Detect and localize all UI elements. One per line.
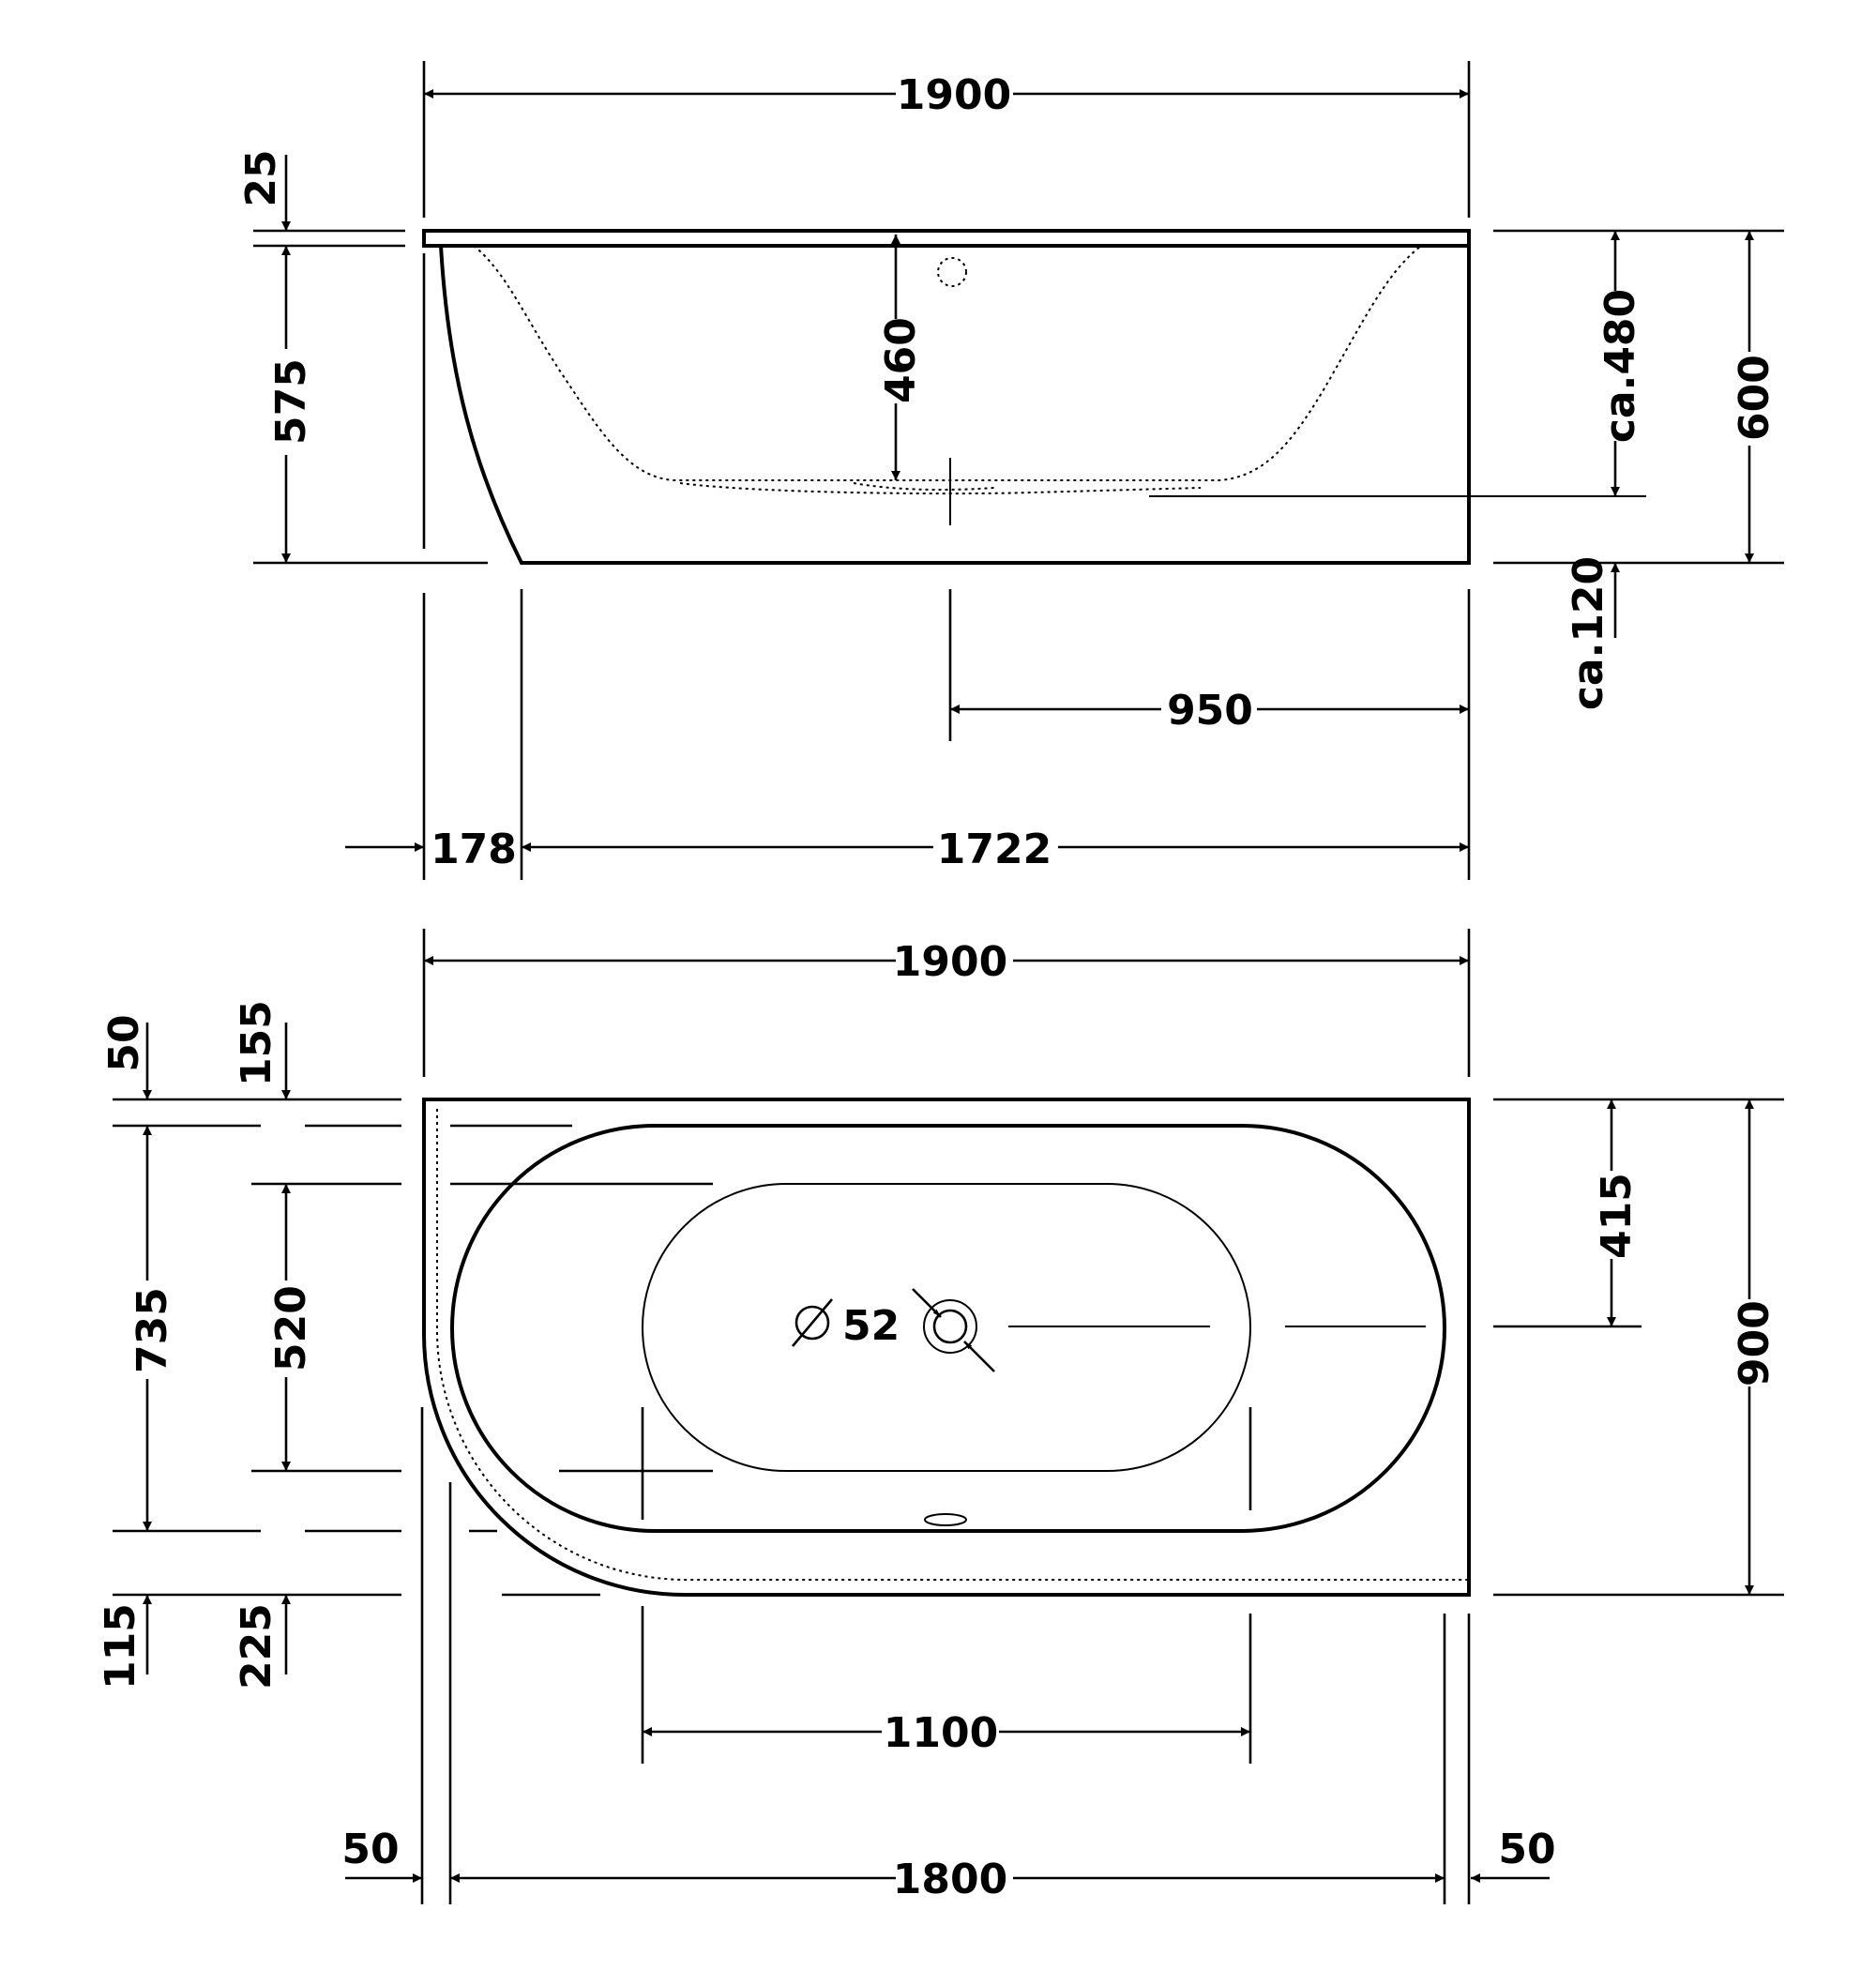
- top-bottom-length-label: 1100: [884, 1709, 998, 1757]
- top-drain-inner: [932, 1309, 968, 1344]
- side-basin-floor: [679, 482, 1202, 495]
- top-rim-bottom-label: 115: [97, 1603, 144, 1690]
- top-edge-left-label: 50: [341, 1826, 399, 1873]
- top-drain-offset-label: 415: [1593, 1173, 1641, 1259]
- top-edge-right-label: 50: [1498, 1826, 1555, 1873]
- side-slope-offset-label: 178: [431, 826, 517, 873]
- side-height-label: 575: [267, 358, 315, 445]
- side-inner-depth-label: 460: [877, 317, 925, 403]
- side-overall-length-label: 1900: [897, 71, 1011, 119]
- top-dotted-edge: [436, 1109, 1469, 1581]
- diameter-symbol-icon: [794, 1305, 830, 1341]
- top-drain-diameter-label: 52: [842, 1302, 900, 1350]
- top-basin-floor: [642, 1183, 1251, 1472]
- side-total-height-label: 600: [1731, 355, 1778, 441]
- top-overall-length-label: 1900: [893, 938, 1007, 986]
- top-basin-width-label: 520: [267, 1285, 315, 1371]
- top-rim-top-label: 50: [100, 1014, 148, 1071]
- top-overall-width-label: 900: [1731, 1300, 1778, 1387]
- side-base-length-label: 1722: [937, 826, 1051, 873]
- top-rim-width-label: 735: [129, 1287, 176, 1373]
- top-basin-top-label: 155: [233, 1000, 280, 1086]
- side-body-outline: [439, 245, 1471, 565]
- side-water-depth-label: ca.480: [1596, 289, 1644, 443]
- side-basin-sump: [853, 482, 995, 492]
- side-floor-clearance-label: ca.120: [1565, 556, 1612, 710]
- diameter-symbol-slash: [792, 1298, 833, 1347]
- top-rim-opening: [450, 1124, 1446, 1533]
- top-view: 52 1900: [97, 929, 1784, 1904]
- side-view: 1900 25 575 460 ca.480 600 ca.120 950 17…: [237, 61, 1784, 880]
- top-inner-length-label: 1800: [893, 1856, 1007, 1903]
- side-drain-offset-label: 950: [1167, 687, 1253, 735]
- side-overflow-circle: [937, 257, 967, 287]
- top-basin-bottom-label: 225: [233, 1603, 280, 1690]
- top-overflow-slot: [924, 1513, 967, 1526]
- side-rim-thickness-label: 25: [237, 149, 285, 206]
- top-drain-arrow-in: [912, 1288, 942, 1318]
- top-drain-outer: [923, 1299, 977, 1354]
- top-outer-outline: [422, 1098, 1471, 1597]
- top-drain-arrow-out: [963, 1341, 995, 1372]
- side-basin-profile: [473, 245, 1422, 481]
- side-rim-outline: [422, 229, 1471, 248]
